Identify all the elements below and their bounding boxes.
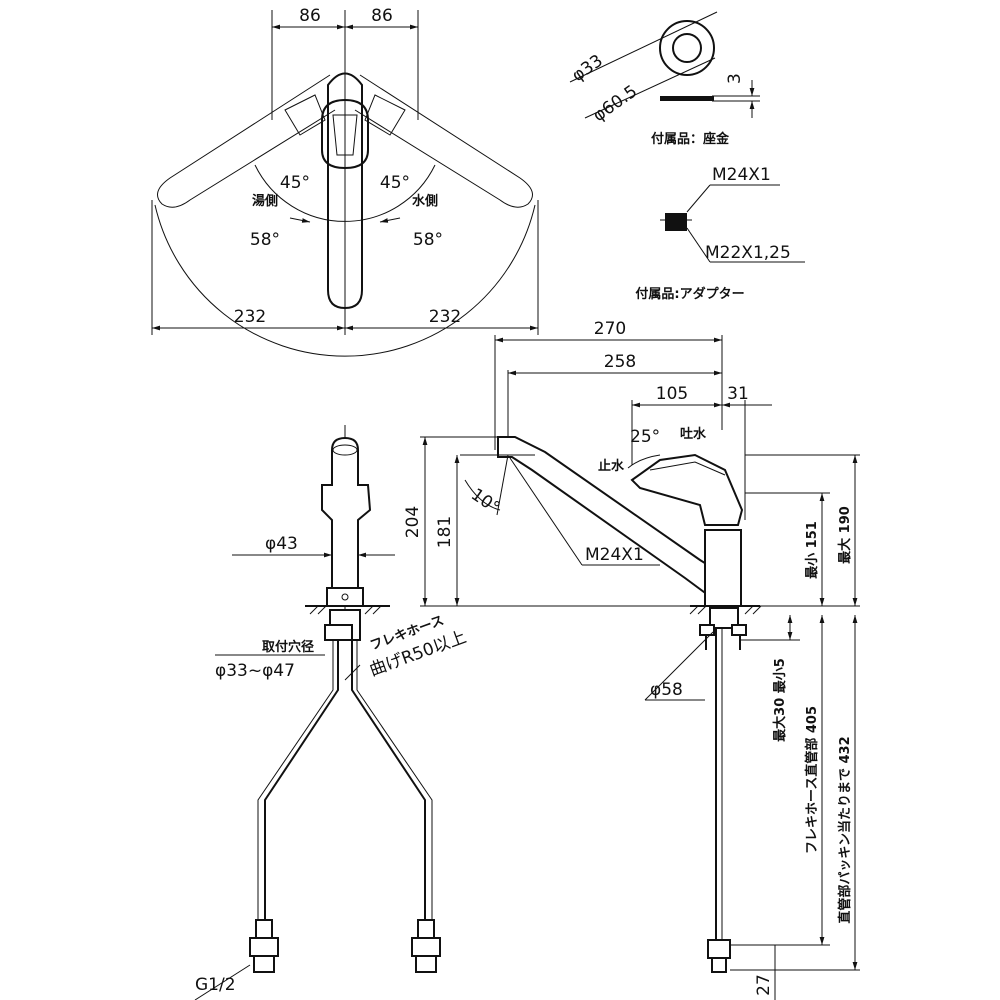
hot-hose-fitting bbox=[249, 919, 279, 973]
dim-27: 27 bbox=[754, 974, 774, 996]
handle-rotated-right bbox=[354, 74, 533, 208]
dim-left-86: 86 bbox=[299, 6, 321, 26]
handle-rotated-left bbox=[157, 74, 336, 208]
dim-max-190: 最大 190 bbox=[837, 506, 853, 564]
dia-58: φ58 bbox=[650, 680, 683, 700]
adapter-thread-bottom: M22X1,25 bbox=[705, 243, 791, 263]
angle-25: 25° bbox=[630, 427, 660, 447]
angle-cold-45: 45° bbox=[380, 173, 410, 193]
dim-181: 181 bbox=[435, 516, 455, 548]
adapter-detail: M24X1 M22X1,25 付属品:アダプター bbox=[635, 165, 805, 302]
dim-31: 31 bbox=[727, 384, 749, 404]
top-view: 86 86 45° 45° 湯側 水側 58° 58° bbox=[151, 6, 539, 357]
dim-204: 204 bbox=[403, 506, 423, 538]
dim-right-232: 232 bbox=[429, 307, 461, 327]
angle-cold-58: 58° bbox=[413, 230, 443, 250]
dim-432: 直管部パッキン当たりまで 432 bbox=[837, 736, 853, 923]
side-view: 270 258 105 31 25° 吐水 止水 10° M24X1 bbox=[403, 319, 860, 1000]
cold-hose-fitting bbox=[411, 919, 441, 973]
label-mount-hole: 取付穴径 bbox=[262, 639, 314, 655]
thread-spout-m24: M24X1 bbox=[585, 545, 644, 565]
label-hot-side: 湯側 bbox=[252, 193, 278, 209]
dim-min-151: 最小 151 bbox=[805, 521, 820, 579]
dim-mount-hole: φ33~φ47 bbox=[215, 661, 295, 681]
label-thread-g12: G1/2 bbox=[195, 975, 236, 995]
adapter-thread-top: M24X1 bbox=[712, 165, 771, 185]
handle-center bbox=[321, 72, 369, 310]
washer-detail: φ33 φ60.5 3 付属品：座金 bbox=[568, 11, 760, 147]
angle-10: 10° bbox=[467, 485, 503, 519]
adapter-caption: 付属品:アダプター bbox=[635, 286, 744, 302]
washer-dia-outer: φ60.5 bbox=[589, 82, 641, 127]
dim-left-232: 232 bbox=[234, 307, 266, 327]
angle-hot-45: 45° bbox=[280, 173, 310, 193]
adapter-icon bbox=[665, 213, 687, 231]
dim-405: フレキホース直管部 405 bbox=[804, 706, 820, 854]
dim-105: 105 bbox=[656, 384, 688, 404]
washer-dia-inner: φ33 bbox=[568, 51, 606, 86]
angle-hot-58: 58° bbox=[250, 230, 280, 250]
dim-hose-range: 最大30 最小5 bbox=[772, 658, 788, 742]
washer-caption: 付属品：座金 bbox=[651, 131, 730, 147]
label-cold-side: 水側 bbox=[412, 193, 438, 209]
dim-270: 270 bbox=[594, 319, 626, 339]
front-view: φ43 取付穴径 φ33~φ47 フレキホース 曲げR50以上 G1/2 bbox=[194, 425, 469, 1000]
dim-258: 258 bbox=[604, 352, 636, 372]
dim-right-86: 86 bbox=[371, 6, 393, 26]
label-stop: 止水 bbox=[598, 458, 625, 474]
label-spout: 吐水 bbox=[680, 426, 707, 442]
washer-thickness: 3 bbox=[725, 73, 745, 84]
dia-43: φ43 bbox=[265, 534, 298, 554]
washer-profile bbox=[660, 96, 714, 101]
